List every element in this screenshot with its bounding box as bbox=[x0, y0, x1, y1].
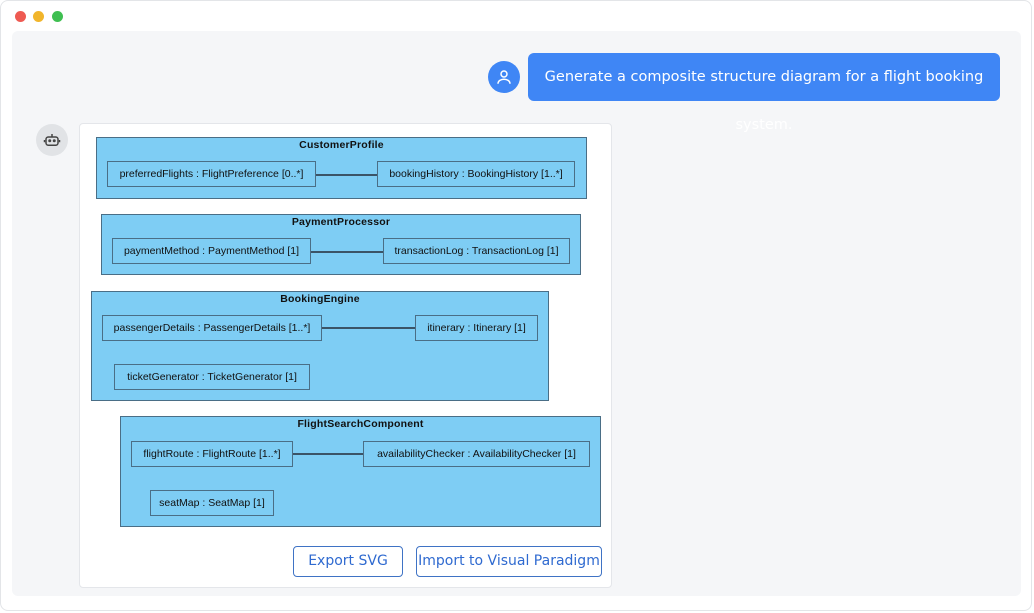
connector-line bbox=[316, 174, 377, 176]
robot-icon bbox=[43, 134, 61, 146]
part-booking-history: bookingHistory : BookingHistory [1..*] bbox=[377, 161, 575, 187]
connector-line bbox=[293, 453, 363, 455]
import-visual-paradigm-button[interactable]: Import to Visual Paradigm bbox=[416, 546, 602, 577]
connector-line bbox=[311, 251, 383, 253]
bot-avatar bbox=[36, 124, 68, 156]
part-transaction-log: transactionLog : TransactionLog [1] bbox=[383, 238, 570, 264]
component-title: FlightSearchComponent bbox=[297, 418, 424, 430]
part-ticket-generator: ticketGenerator : TicketGenerator [1] bbox=[114, 364, 310, 390]
user-avatar bbox=[488, 61, 520, 93]
connector-line bbox=[322, 327, 415, 329]
user-icon bbox=[497, 70, 511, 84]
close-window-icon[interactable] bbox=[15, 11, 26, 22]
component-title: PaymentProcessor bbox=[291, 216, 391, 228]
part-payment-method: paymentMethod : PaymentMethod [1] bbox=[112, 238, 311, 264]
component-title: CustomerProfile bbox=[299, 139, 384, 151]
minimize-window-icon[interactable] bbox=[33, 11, 44, 22]
maximize-window-icon[interactable] bbox=[52, 11, 63, 22]
part-preferred-flights: preferredFlights : FlightPreference [0..… bbox=[107, 161, 316, 187]
part-availability-checker: availabilityChecker : AvailabilityChecke… bbox=[363, 441, 590, 467]
part-seat-map: seatMap : SeatMap [1] bbox=[150, 490, 274, 516]
export-svg-button[interactable]: Export SVG bbox=[293, 546, 403, 577]
part-passenger-details: passengerDetails : PassengerDetails [1..… bbox=[102, 315, 322, 341]
part-flight-route: flightRoute : FlightRoute [1..*] bbox=[131, 441, 293, 467]
part-itinerary: itinerary : Itinerary [1] bbox=[415, 315, 538, 341]
component-title: BookingEngine bbox=[280, 293, 360, 305]
user-message: Generate a composite structure diagram f… bbox=[528, 53, 1000, 133]
